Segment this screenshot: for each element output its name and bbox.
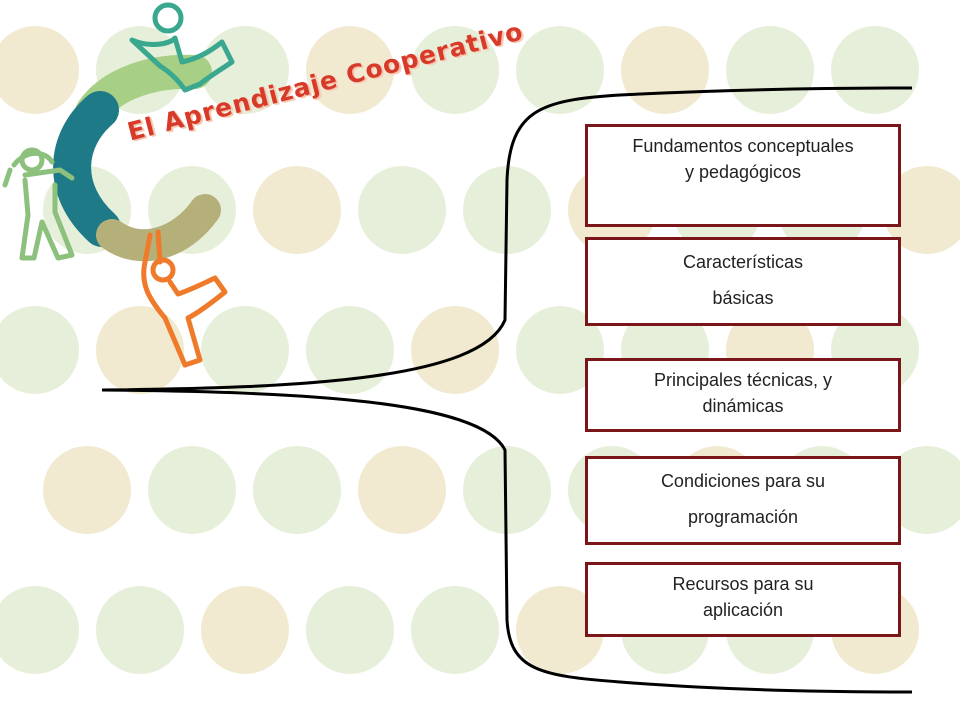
box-line: Fundamentos conceptuales [632, 136, 854, 156]
background-dot [148, 446, 236, 534]
background-dot [411, 586, 499, 674]
box-line: aplicación [702, 600, 784, 620]
box-condiciones: Condiciones para su programación [585, 456, 901, 545]
background-dot [306, 306, 394, 394]
box-recursos: Recursos para su aplicación [585, 562, 901, 637]
background-dot [43, 446, 131, 534]
box-line: básicas [712, 288, 774, 308]
background-dot [253, 166, 341, 254]
cooperative-learning-logo-icon [2, 2, 235, 368]
box-line: Condiciones para su [660, 471, 826, 491]
background-dot [0, 306, 79, 394]
background-dot [358, 166, 446, 254]
background-dot [201, 586, 289, 674]
background-dot [463, 446, 551, 534]
background-dot [358, 446, 446, 534]
background-dot [306, 26, 394, 114]
background-dot [201, 306, 289, 394]
background-dot [726, 26, 814, 114]
box-line: dinámicas [702, 396, 784, 416]
box-line: Principales técnicas, y [653, 370, 833, 390]
box-fundamentos: Fundamentos conceptuales y pedagógicos [585, 124, 901, 227]
background-dot [516, 586, 604, 674]
box-tecnicas: Principales técnicas, y dinámicas [585, 358, 901, 432]
background-dot [306, 586, 394, 674]
background-dot [411, 306, 499, 394]
box-caracteristicas: Características básicas [585, 237, 901, 326]
background-dot [516, 26, 604, 114]
box-line: Características [682, 252, 804, 272]
background-dot [0, 26, 79, 114]
background-dot [96, 586, 184, 674]
background-dot [96, 306, 184, 394]
box-line: programación [687, 507, 799, 527]
background-dot [883, 166, 960, 254]
box-line: y pedagógicos [684, 162, 802, 182]
background-dot [253, 446, 341, 534]
background-dot [0, 586, 79, 674]
background-dot [883, 446, 960, 534]
background-dot [831, 26, 919, 114]
box-line: Recursos para su [672, 574, 814, 594]
background-dot [411, 26, 499, 114]
background-dot [516, 306, 604, 394]
